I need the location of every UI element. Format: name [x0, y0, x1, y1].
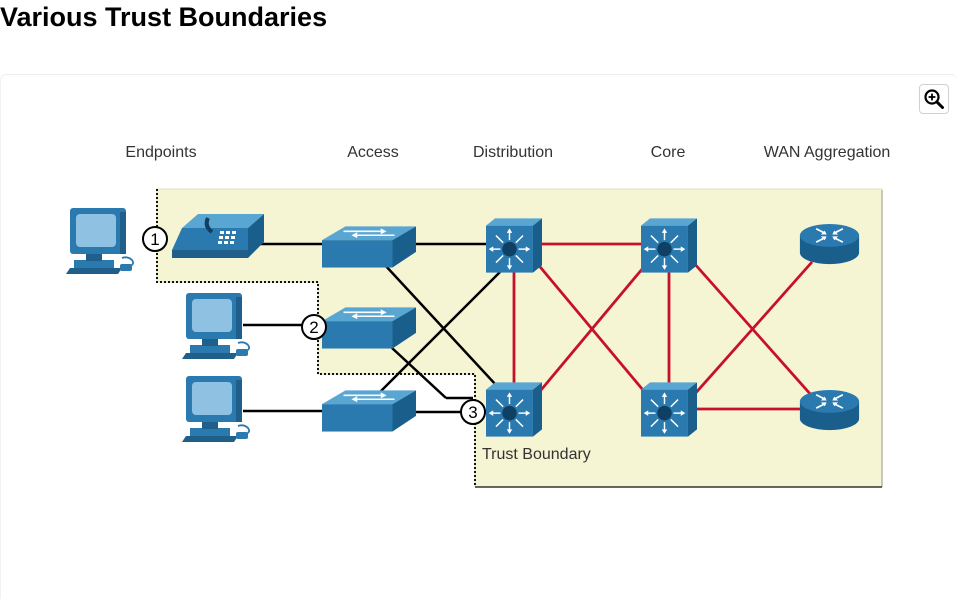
access-switch-3-icon	[322, 389, 416, 433]
page-title: Various Trust Boundaries	[0, 2, 328, 32]
marker-2-label: 2	[309, 318, 318, 337]
marker-3: 3	[460, 399, 486, 425]
zoom-in-icon	[924, 89, 944, 109]
column-label-wan-aggregation: WAN Aggregation	[764, 144, 891, 161]
column-label-core: Core	[651, 144, 686, 161]
marker-3-label: 3	[468, 403, 477, 422]
diagram-card	[0, 74, 957, 599]
access-links	[240, 242, 501, 414]
distribution-switch-2-icon	[486, 381, 542, 438]
marker-1: 1	[142, 226, 168, 252]
wan-router-2-icon	[799, 390, 860, 431]
distribution-switch-1-icon	[486, 217, 542, 274]
pc-2-icon	[181, 293, 251, 360]
marker-1-label: 1	[150, 230, 159, 249]
column-label-endpoints: Endpoints	[125, 144, 196, 161]
pc-3-icon	[181, 376, 251, 443]
marker-2: 2	[301, 314, 327, 340]
wan-router-1-icon	[799, 224, 860, 265]
column-label-distribution: Distribution	[473, 144, 553, 161]
zoom-button[interactable]	[919, 84, 949, 114]
core-switch-2-icon	[641, 381, 697, 438]
core-switch-1-icon	[641, 217, 697, 274]
uplink-links	[512, 242, 814, 411]
pc-1-icon	[65, 208, 135, 275]
trust-boundary-label: Trust Boundary	[482, 446, 591, 463]
column-label-access: Access	[347, 144, 399, 161]
